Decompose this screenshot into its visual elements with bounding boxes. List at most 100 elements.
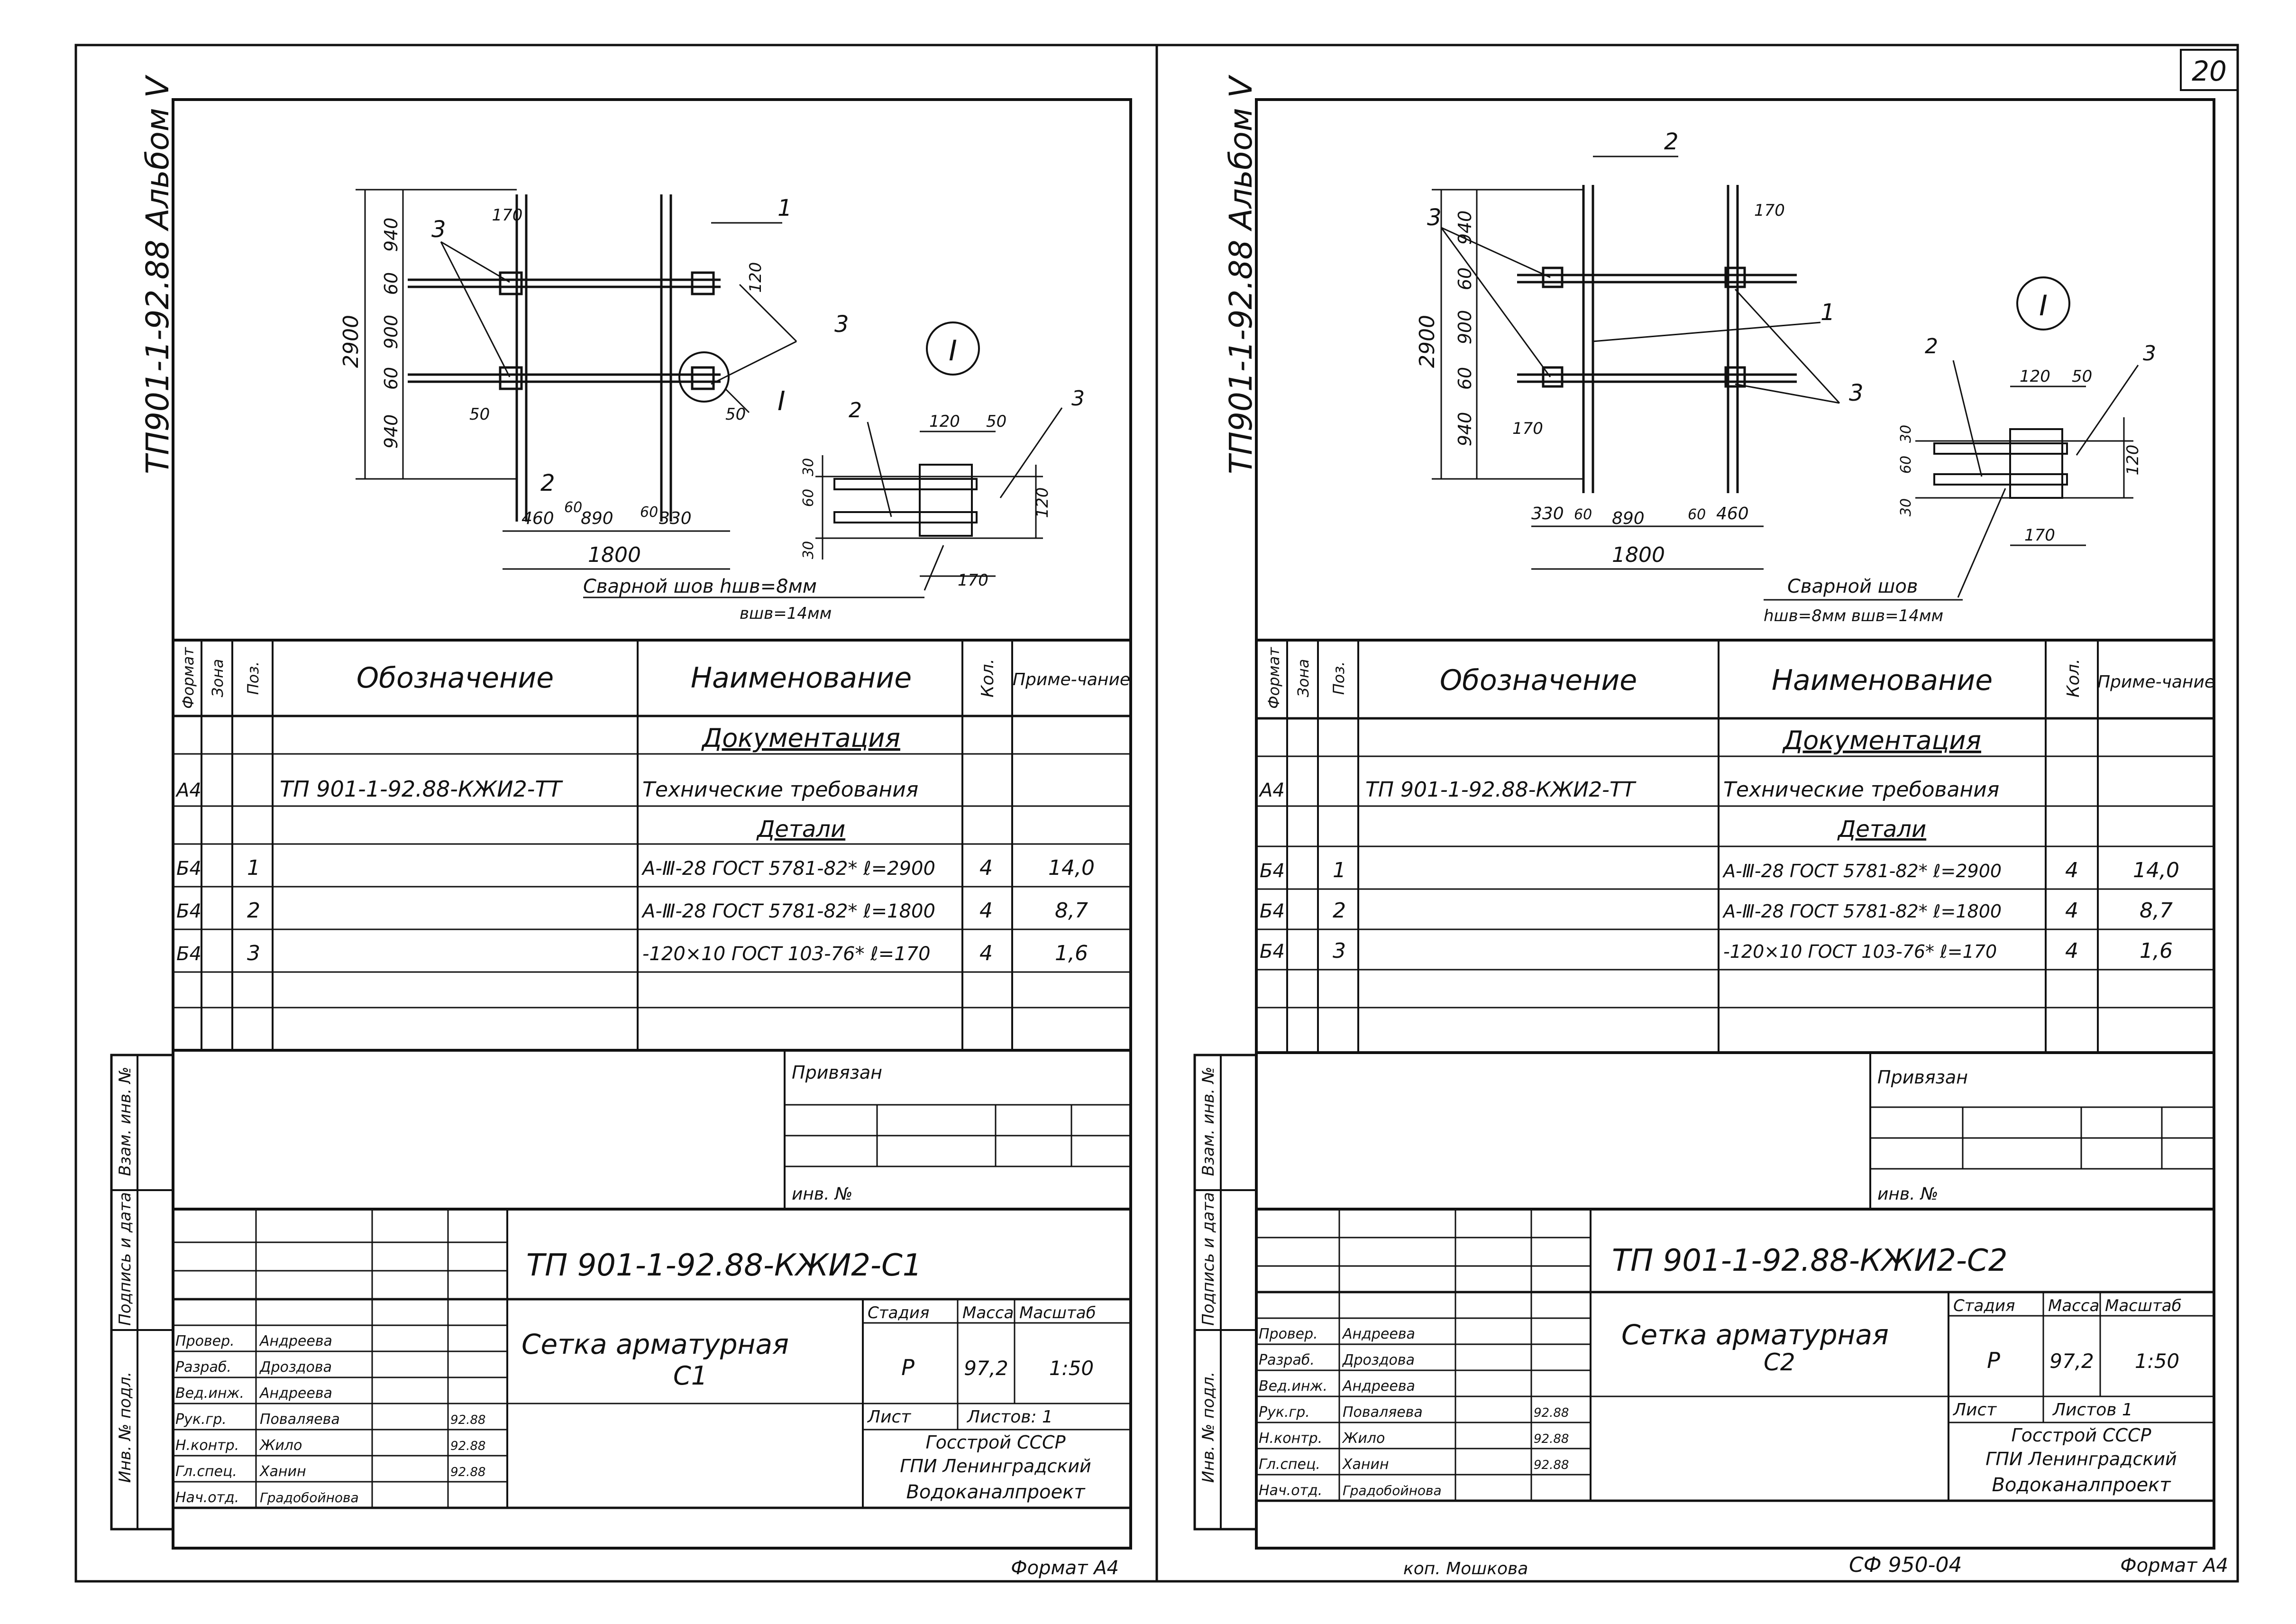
r-role-6: Нач.отд. (1259, 1482, 1322, 1499)
r-row4-name: -120×10 ГОСТ 103-76* ℓ=170 (1723, 941, 1997, 962)
detail-circle-label: I (949, 334, 957, 367)
row2-format: Б4 (176, 858, 201, 880)
r-side-vzam: Взам. инв. № (1199, 1067, 1218, 1176)
row3-format: Б4 (176, 900, 201, 922)
r-dim-60-b: 60 (1454, 367, 1475, 390)
r-dim-60-d: 60 (1688, 506, 1706, 523)
r-dim-60-c: 60 (1574, 506, 1592, 523)
stamp-code: ТП 901-1-92.88-КЖИ2-С1 (526, 1248, 922, 1283)
dim-940-top: 940 (381, 218, 402, 252)
r-pos-label-3a: 3 (1427, 204, 1442, 231)
pos-label-3a: 3 (431, 216, 446, 243)
stamp-scale: 1:50 (1049, 1357, 1094, 1380)
r-role-1: Разраб. (1259, 1352, 1315, 1368)
r-inv-no-label: инв. № (1877, 1184, 1938, 1204)
detail-dim-30-top: 30 (800, 458, 817, 476)
stamp-title: Сетка арматурная (521, 1328, 789, 1360)
r-dim-170-b: 170 (1512, 419, 1543, 438)
hdr-designation: Обозначение (357, 661, 554, 695)
dim-50-left: 50 (469, 405, 490, 424)
section-parts: Детали (756, 816, 845, 843)
right-spec-table: Формат Зона Поз. Обозначение Наименовани… (1256, 639, 2215, 1054)
right-format-label: Формат А4 (2120, 1555, 2228, 1577)
role-5: Гл.спец. (175, 1463, 237, 1480)
name-2: Андреева (259, 1385, 332, 1402)
node-label-I: I (778, 386, 786, 417)
r-section-docs: Документация (1782, 725, 1981, 755)
r-dim-60-a: 60 (1454, 267, 1475, 290)
dim-1800: 1800 (588, 543, 641, 567)
left-side-strip: Инв. № подл. Подпись и дата Взам. инв. № (110, 1054, 174, 1531)
r-detail-dim-30-bottom: 30 (1898, 498, 1914, 516)
r-pos-label-2: 2 (1664, 128, 1679, 155)
r-row2-format: Б4 (1260, 860, 1285, 882)
hdr-pos: Поз. (244, 661, 262, 695)
stamp-scale-h: Масштаб (1019, 1303, 1096, 1322)
r-stamp-mass: 97,2 (2049, 1349, 2094, 1373)
r-dim-2900: 2900 (1415, 315, 1439, 368)
right-outer-frame (1155, 44, 2239, 1583)
r-stamp-sheets: Листов 1 (2052, 1400, 2133, 1420)
left-album-label: ТП901-1-92.88 Альбом V (139, 74, 176, 474)
r-section-parts: Детали (1837, 816, 1926, 843)
pos-label-2: 2 (540, 470, 555, 496)
r-dim-900: 900 (1454, 310, 1475, 345)
detail-dim-30-bottom: 30 (800, 541, 817, 559)
right-mesh-drawing: 2900 940 60 900 60 940 170 170 2 3 1 3 3… (1415, 128, 1864, 570)
section-docs: Документация (701, 723, 900, 753)
stamp-org1: Госстрой СССР (925, 1432, 1065, 1453)
dim-170: 170 (492, 206, 523, 225)
r-dim-1800: 1800 (1612, 543, 1665, 567)
r-side-podpis: Подпись и дата (1199, 1192, 1218, 1326)
detail-dim-50: 50 (986, 412, 1006, 431)
row4-pos: 3 (247, 941, 260, 965)
stamp-sheets: Листов: 1 (966, 1407, 1053, 1427)
r-weld-text2: hшв=8мм вшв=14мм (1764, 606, 1943, 625)
r-pos-label-1: 1 (1820, 299, 1835, 326)
left-detail-I: I 120 50 120 60 30 30 170 2 3 Сварной шо… (583, 321, 1085, 623)
date-4: 92.88 (450, 1439, 485, 1453)
r-weld-text: Сварной шов (1787, 576, 1918, 597)
name-3: Поваляева (260, 1411, 340, 1428)
row4-format: Б4 (176, 943, 201, 965)
pos-label-3b: 3 (834, 311, 849, 338)
right-album-label: ТП901-1-92.88 Альбом V (1223, 74, 1259, 474)
stamp-org3: Водоканалпроект (906, 1481, 1086, 1503)
hdr-note: Приме-чание (1013, 670, 1130, 689)
r-hdr-format: Формат (1265, 647, 1283, 709)
left-format-label: Формат А4 (1011, 1557, 1119, 1579)
row1-name: Технические требования (642, 778, 918, 802)
row2-note: 14,0 (1048, 856, 1095, 880)
r-date-4: 92.88 (1534, 1432, 1569, 1446)
row2-pos: 1 (247, 856, 260, 880)
r-dim-330: 330 (1531, 504, 1564, 523)
detail-dim-60: 60 (800, 489, 817, 507)
r-stamp-org3: Водоканалпроект (1992, 1474, 2171, 1496)
r-role-4: Н.контр. (1259, 1430, 1322, 1447)
row3-qty: 4 (979, 899, 993, 923)
detail-dim-120: 120 (929, 412, 960, 431)
right-stamp: ТП 901-1-92.88-КЖИ2-С2 Сетка арматурная … (1256, 1208, 2214, 1502)
detail-dim-120-v: 120 (1033, 487, 1052, 518)
name-4: Жило (259, 1437, 302, 1454)
r-name-4: Жило (1342, 1430, 1385, 1447)
copied-by: коп. Мошкова (1403, 1559, 1528, 1578)
hdr-qty: Кол. (978, 659, 997, 697)
right-detail-I: I 120 50 120 60 30 30 170 2 3 Сварной шо… (1764, 276, 2156, 625)
row1-format: А4 (175, 780, 201, 801)
r-hdr-qty: Кол. (2064, 659, 2083, 697)
left-mesh-drawing: 2900 940 60 900 60 940 170 120 50 50 1 2… (339, 189, 849, 570)
r-stamp-code: ТП 901-1-92.88-КЖИ2-С2 (1612, 1243, 2007, 1278)
r-detail-pos-3: 3 (2143, 341, 2156, 366)
r-role-5: Гл.спец. (1259, 1456, 1320, 1473)
r-name-0: Андреева (1342, 1326, 1415, 1342)
r-detail-dim-120-v: 120 (2123, 445, 2142, 476)
role-2: Вед.инж. (175, 1385, 244, 1402)
row3-note: 8,7 (1055, 899, 1088, 923)
detail-pos-2: 2 (849, 398, 862, 422)
r-dim-940-top: 940 (1454, 211, 1475, 245)
row3-name: А-Ⅲ-28 ГОСТ 5781-82* ℓ=1800 (641, 900, 935, 922)
sheet-code: СФ 950-04 (1849, 1553, 1962, 1577)
name-5: Ханин (259, 1463, 306, 1480)
r-row3-format: Б4 (1260, 900, 1285, 922)
